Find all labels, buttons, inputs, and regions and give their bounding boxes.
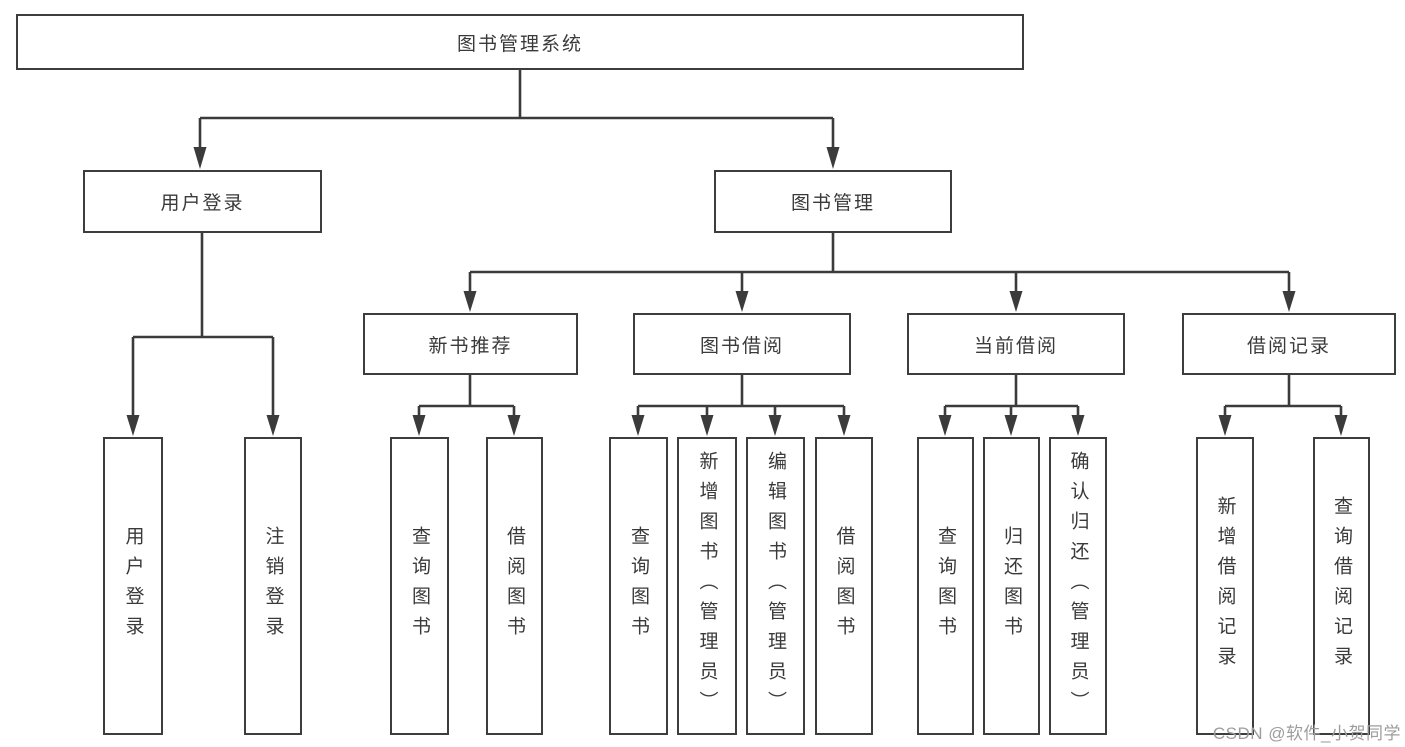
leaf-borrow-books: 借阅图书 [815, 437, 873, 735]
leaf-logout-label: 注销登录 [262, 526, 284, 646]
node-current-borrow: 当前借阅 [907, 313, 1125, 375]
leaf-user-login: 用户登录 [103, 437, 163, 735]
leaf-user-login-label: 用户登录 [122, 526, 144, 646]
leaf-add-books-admin-label: 新增图书（管理员） [696, 451, 718, 721]
leaf-query-books-current-label: 查询图书 [935, 526, 956, 646]
leaf-query-books-recommend: 查询图书 [390, 437, 449, 735]
leaf-add-books-admin: 新增图书（管理员） [677, 437, 737, 735]
node-book-management-label: 图书管理 [790, 193, 875, 214]
node-current-borrow-label: 当前借阅 [973, 335, 1058, 357]
node-book-management: 图书管理 [714, 170, 952, 233]
leaf-confirm-return-admin-label: 确认归还（管理员） [1067, 451, 1089, 721]
node-book-borrow-label: 图书借阅 [699, 335, 784, 357]
node-new-book-recommend-label: 新书推荐 [428, 335, 513, 357]
watermark: CSDN @软件_小贺同学 [1212, 724, 1401, 743]
leaf-edit-books-admin: 编辑图书（管理员） [746, 437, 805, 735]
node-root: 图书管理系统 [16, 14, 1024, 70]
leaf-borrow-books-recommend-label: 借阅图书 [504, 526, 525, 646]
leaf-return-books-label: 归还图书 [1001, 526, 1022, 646]
leaf-query-borrow-record-label: 查询借阅记录 [1331, 496, 1352, 676]
node-root-label: 图书管理系统 [456, 33, 583, 55]
leaf-borrow-books-recommend: 借阅图书 [486, 437, 543, 735]
node-user-login: 用户登录 [83, 170, 322, 233]
leaf-add-borrow-record-label: 新增借阅记录 [1214, 496, 1236, 676]
leaf-borrow-books-label: 借阅图书 [833, 526, 855, 646]
leaf-query-books-current: 查询图书 [917, 437, 974, 735]
leaf-query-books-borrow: 查询图书 [609, 437, 668, 735]
leaf-logout: 注销登录 [244, 437, 302, 735]
node-borrow-records: 借阅记录 [1182, 313, 1396, 375]
leaf-query-books-borrow-label: 查询图书 [628, 526, 649, 646]
node-borrow-records-label: 借阅记录 [1246, 335, 1331, 357]
leaf-query-borrow-record: 查询借阅记录 [1313, 437, 1370, 735]
leaf-edit-books-admin-label: 编辑图书（管理员） [765, 451, 786, 721]
node-user-login-label: 用户登录 [160, 193, 245, 214]
leaf-confirm-return-admin: 确认归还（管理员） [1049, 437, 1107, 735]
leaf-query-books-recommend-label: 查询图书 [409, 526, 430, 646]
leaf-return-books: 归还图书 [983, 437, 1040, 735]
node-book-borrow: 图书借阅 [633, 313, 851, 375]
node-new-book-recommend: 新书推荐 [363, 313, 578, 375]
leaf-add-borrow-record: 新增借阅记录 [1196, 437, 1254, 735]
